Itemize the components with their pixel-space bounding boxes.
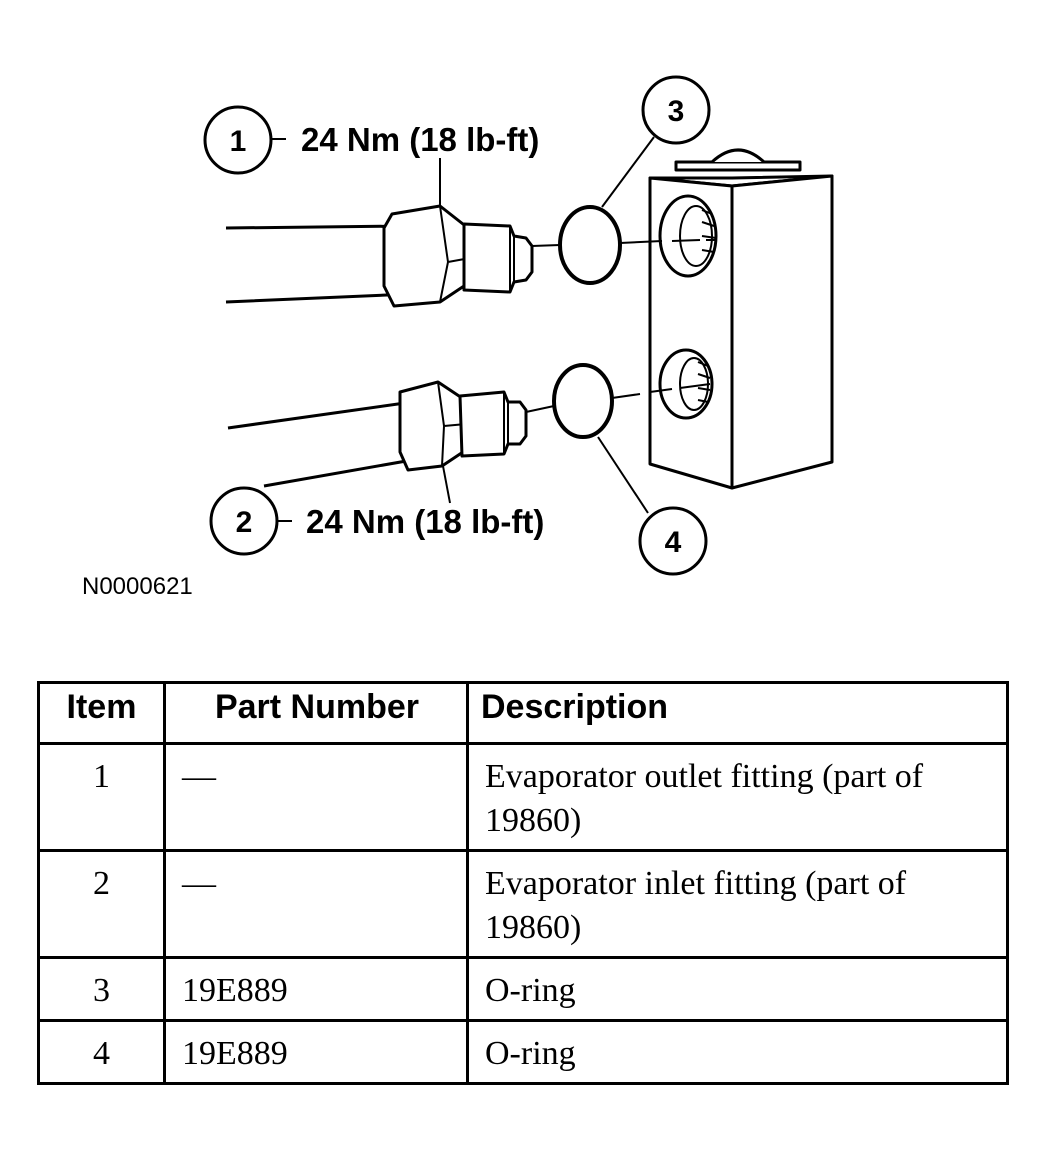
figure-id: N0000621 <box>82 573 193 600</box>
valve-cap-base <box>674 160 802 172</box>
table-row: 2 — Evaporator inlet fitting (part of 19… <box>37 849 1009 959</box>
outlet-hex-nut <box>382 204 472 308</box>
leader-lines <box>272 136 655 522</box>
upper-alignment-line <box>531 239 716 247</box>
inlet-tube <box>227 400 413 488</box>
table-row: 3 19E889 O-ring <box>37 956 1009 1022</box>
row-description: O-ring <box>466 1019 1009 1085</box>
row-item: 1 <box>37 742 166 852</box>
o-rings <box>552 205 622 439</box>
table-header-row: Item Part Number Description <box>37 681 1009 745</box>
o-ring-lower <box>552 363 614 439</box>
row-description: O-ring <box>466 956 1009 1022</box>
inlet-fitting-body <box>458 390 528 458</box>
row-item: 3 <box>37 956 166 1022</box>
row-part-number: 19E889 <box>163 1019 469 1085</box>
callout-1-torque: 24 Nm (18 lb-ft) <box>301 121 539 158</box>
row-part-number: — <box>163 742 469 852</box>
outlet-fitting-body <box>462 222 534 294</box>
row-item: 2 <box>37 849 166 959</box>
alignment-lines <box>525 239 716 413</box>
row-description: Evaporator outlet fitting (part of 19860… <box>466 742 1009 852</box>
table-row: 1 — Evaporator outlet fitting (part of 1… <box>37 742 1009 852</box>
leader-4 <box>597 436 649 514</box>
inlet-hex-nut <box>398 380 468 472</box>
callout-2-torque: 24 Nm (18 lb-ft) <box>306 503 544 540</box>
valve-cap-dome <box>710 148 766 164</box>
row-part-number: 19E889 <box>163 956 469 1022</box>
evaporator-outlet-fitting <box>225 204 534 308</box>
row-item: 4 <box>37 1019 166 1085</box>
expansion-valve-block <box>648 148 834 490</box>
leader-2 <box>442 465 451 504</box>
callout-4: 4 <box>638 506 708 576</box>
row-description: Evaporator inlet fitting (part of 19860) <box>466 849 1009 959</box>
header-description: Description <box>466 681 1009 745</box>
row-part-number: — <box>163 849 469 959</box>
callout-2-number: 2 <box>236 506 253 539</box>
table-row: 4 19E889 O-ring <box>37 1019 1009 1085</box>
callout-3-number: 3 <box>668 95 685 128</box>
parts-table: Item Part Number Description 1 — Evapora… <box>37 681 1009 1085</box>
o-ring-upper <box>558 205 622 285</box>
callout-2: 2 24 Nm (18 lb-ft) <box>209 486 544 556</box>
evaporator-inlet-fitting <box>227 380 528 488</box>
header-item: Item <box>37 681 166 745</box>
lower-alignment-line <box>525 383 711 413</box>
exploded-view-diagram: 1 24 Nm (18 lb-ft) 2 24 Nm (18 lb-ft) 3 … <box>82 75 834 600</box>
callout-3: 3 <box>641 75 711 145</box>
valve-side-face <box>730 174 834 490</box>
leader-3 <box>601 136 655 208</box>
callout-4-number: 4 <box>665 526 682 559</box>
callout-1-number: 1 <box>230 125 247 158</box>
header-part-number: Part Number <box>163 681 469 745</box>
outlet-tube <box>225 224 411 304</box>
callout-1: 1 24 Nm (18 lb-ft) <box>203 105 539 175</box>
